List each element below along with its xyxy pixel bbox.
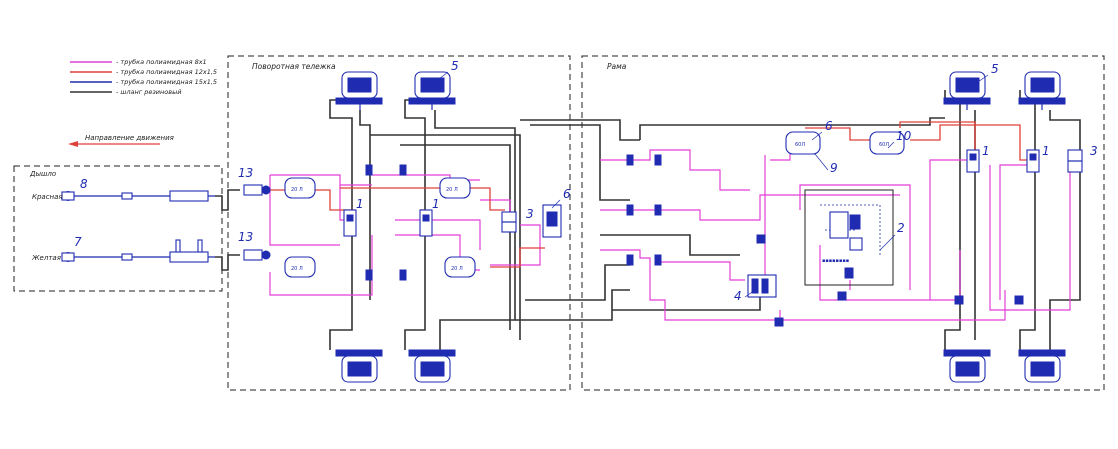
legend-label-pink: - трубка полиамидная 8х1 (116, 58, 207, 66)
legend-label-black: - шланг резиновый (116, 88, 181, 96)
svg-text:20 Л: 20 Л (291, 187, 303, 193)
svg-text:20 Л: 20 Л (291, 266, 303, 272)
receiver-bogie-2: 20 Л (439, 177, 471, 199)
red-tubes (265, 121, 1030, 268)
receiver-frame-2: 60Л (869, 131, 905, 155)
receiver-frame-1: 60Л (785, 131, 821, 155)
rubber-hoses (329, 90, 1081, 352)
callout-8: 8 (80, 177, 88, 191)
callout-10: 10 (896, 129, 912, 143)
direction-label: Направление движения (85, 134, 174, 142)
callout-6-bogie: 6 (563, 187, 571, 201)
frame-section-box (581, 55, 1105, 391)
relay-valve-bogie-1 (343, 209, 357, 237)
relay-valve-frame-1 (966, 149, 980, 173)
relay-valve-bogie-2 (419, 209, 433, 237)
callout-13-bottom: 13 (238, 230, 253, 244)
block-2-regulator (829, 211, 849, 239)
coupling-head-red (61, 191, 75, 201)
valve-assembly-4 (747, 274, 777, 298)
callout-3-bogie: 3 (526, 207, 534, 221)
receiver-bogie-4: 20 Л (444, 256, 476, 278)
svg-text:20 Л: 20 Л (446, 187, 458, 193)
brake-chamber-frame-top-1 (943, 71, 991, 110)
legend-label-blue: - трубка полиамидная 15х1,5 (116, 78, 217, 86)
pink-tubes (269, 145, 1071, 325)
callout-3-frame: 3 (1090, 144, 1098, 158)
legend: - трубка полиамидная 8х1 - трубка полиам… (68, 58, 217, 147)
block-2-text: ▪▪▪▪▪▪▪▪ (822, 258, 849, 264)
callout-1-frame-b: 1 (1042, 144, 1050, 158)
drawbar-lines (72, 189, 240, 271)
callout-1-bogie-a: 1 (356, 197, 364, 211)
brake-chamber-frame-top-2 (1018, 71, 1066, 110)
tee-block-frame (1067, 149, 1083, 173)
callout-1-frame-a: 1 (982, 144, 990, 158)
tee-block-bogie (501, 211, 517, 233)
legend-label-red: - трубка полиамидная 12х1,5 (116, 68, 217, 76)
brake-chamber-bogie-bottom-1 (335, 349, 383, 383)
coupling-yellow-label: Желтая (31, 254, 61, 262)
block-2-switch (849, 237, 863, 251)
pressure-regulator-bogie (542, 204, 562, 238)
brake-chamber-bogie-bottom-2 (408, 349, 456, 383)
brake-chamber-frame-bottom-1 (943, 349, 991, 383)
direction-arrow-icon (68, 141, 78, 147)
receiver-bogie-3: 20 Л (284, 256, 316, 278)
brake-chamber-bogie-top-2 (408, 71, 456, 110)
filter-13-bottom (243, 249, 271, 261)
callout-6-frame: 6 (825, 119, 833, 133)
receiver-bogie-1: 20 Л (284, 177, 316, 199)
filter-13-top (243, 184, 271, 196)
block-2-control-line (820, 204, 881, 255)
callout-5-frame: 5 (991, 62, 999, 76)
block-2-sensor (844, 267, 854, 279)
frame-section-title: Рама (607, 62, 627, 71)
drawbar-section-title: Дышло (29, 170, 56, 178)
drawbar-section-box (13, 165, 223, 292)
callout-7: 7 (74, 235, 82, 249)
svg-text:20 Л: 20 Л (451, 266, 463, 272)
callout-4: 4 (734, 289, 742, 303)
svg-text:60Л: 60Л (879, 142, 889, 148)
block-2-valve (849, 214, 861, 230)
coupling-red-label: Красная (32, 193, 63, 201)
brake-chamber-bogie-top-1 (335, 71, 383, 110)
bogie-section-title: Поворотная тележка (252, 62, 336, 71)
callout-leaders (434, 71, 989, 298)
small-fittings (365, 154, 1024, 327)
callout-13-top: 13 (238, 166, 253, 180)
svg-text:60Л: 60Л (795, 142, 805, 148)
callout-1-bogie-b: 1 (432, 197, 440, 211)
callout-2: 2 (897, 221, 905, 235)
callout-5-bogie: 5 (451, 59, 459, 73)
callout-9: 9 (830, 161, 838, 175)
brake-chamber-frame-bottom-2 (1018, 349, 1066, 383)
block-2-outline (804, 189, 894, 286)
coupling-head-yellow (61, 252, 75, 262)
bogie-section-box (227, 55, 571, 391)
relay-valve-frame-2 (1026, 149, 1040, 173)
